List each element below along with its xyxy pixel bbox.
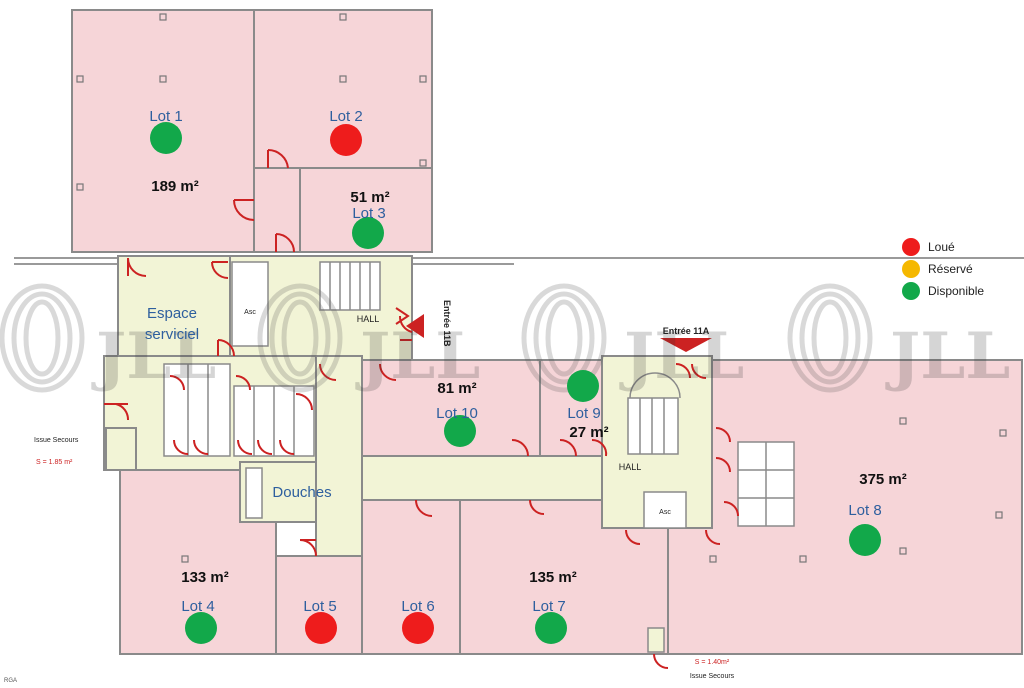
lot-1-area: 189 m² [151,178,199,195]
lot-8-area: 375 m² [859,471,907,488]
hall-left-label: HALL [357,314,380,324]
lot-labels: Lot 1 Lot 2 Lot 3 Lot 4 Lot 5 Lot 6 Lot … [149,108,881,615]
legend-reserve-label: Réservé [928,262,973,276]
lot-3-label: Lot 3 [352,205,385,222]
douches-label: Douches [272,484,331,501]
legend-loue-dot [902,238,920,256]
svg-text:JLL: JLL [619,319,744,394]
lot-6-status-dot [402,612,434,644]
hall-right-label: HALL [619,462,642,472]
lot-8-status-dot [849,524,881,556]
lot-4-label: Lot 4 [181,598,214,615]
entree-11a-arrow [660,338,712,352]
exit-bottom-box [647,627,665,653]
legend-disponible-dot [902,282,920,300]
status-legend: Loué Réservé Disponible [902,238,984,300]
lot-areas: 189 m² 51 m² 133 m² 135 m² 375 m² 27 m² … [151,178,907,586]
legend-loue-label: Loué [928,240,955,254]
lot-5-status-dot [305,612,337,644]
asc-right-label: Asc [659,509,671,516]
asc-left-label: Asc [244,309,256,316]
lot-1-status-dot [150,122,182,154]
structural-columns [76,13,1007,563]
entree-11a-label: Entrée 11A [663,326,710,336]
lot-9-area: 27 m² [569,424,608,441]
room-lot-8 [667,359,1023,655]
lot-10-label: Lot 10 [436,405,478,422]
legend-reserve-dot [902,260,920,278]
corner-mark: RGA [4,678,17,684]
entree-11b-label: Entrée 11B [442,300,452,347]
lot-7-area: 135 m² [529,569,577,586]
entree-11b-arrow [406,314,424,338]
lot-9-label: Lot 9 [567,405,600,422]
lot-7-status-dot [535,612,567,644]
legend-disponible-label: Disponible [928,284,984,298]
lot-6-label: Lot 6 [401,598,434,615]
status-dots [150,122,881,644]
exit-left-size: S = 1.85 m² [36,459,73,466]
emergency-exit-left [105,427,137,471]
room-labels: Espace serviciel Douches HALL HALL Asc A… [145,305,671,516]
jll-watermark [0,283,873,393]
entrance-arrows [406,314,712,352]
lot-10-status-dot [444,415,476,447]
jll-watermark-text: JLL JLL JLL JLL [91,319,1010,394]
lot-8-label: Lot 8 [848,502,881,519]
lot-2-label: Lot 2 [329,108,362,125]
lot-3-area: 51 m² [350,189,389,206]
svg-text:JLL: JLL [91,319,216,394]
lot-2-status-dot [330,124,362,156]
door-swings [104,148,739,669]
lot-3-status-dot [352,217,384,249]
exit-bottom-size: S = 1.40m² [695,659,730,666]
espace-serviciel-label-1: Espace [147,305,197,322]
emergency-exit-notes: Issue Secours S = 1.85 m² S = 1.40m² Iss… [34,437,735,680]
svg-text:JLL: JLL [885,319,1010,394]
lot-4-area: 133 m² [181,569,229,586]
corridor-vertical [315,355,363,557]
corridor-horizontal [361,455,603,501]
espace-serviciel-label-2: serviciel [145,326,199,343]
lot-1-label: Lot 1 [149,108,182,125]
lot-5-label: Lot 5 [303,598,336,615]
exit-bottom-label: Issue Secours [690,673,735,680]
svg-text:JLL: JLL [355,319,480,394]
lot-4-status-dot [185,612,217,644]
interior-partitions [163,261,795,529]
lot-9-status-dot [567,370,599,402]
exit-left-label: Issue Secours [34,437,79,444]
lot-10-area: 81 m² [437,380,476,397]
lot-7-label: Lot 7 [532,598,565,615]
